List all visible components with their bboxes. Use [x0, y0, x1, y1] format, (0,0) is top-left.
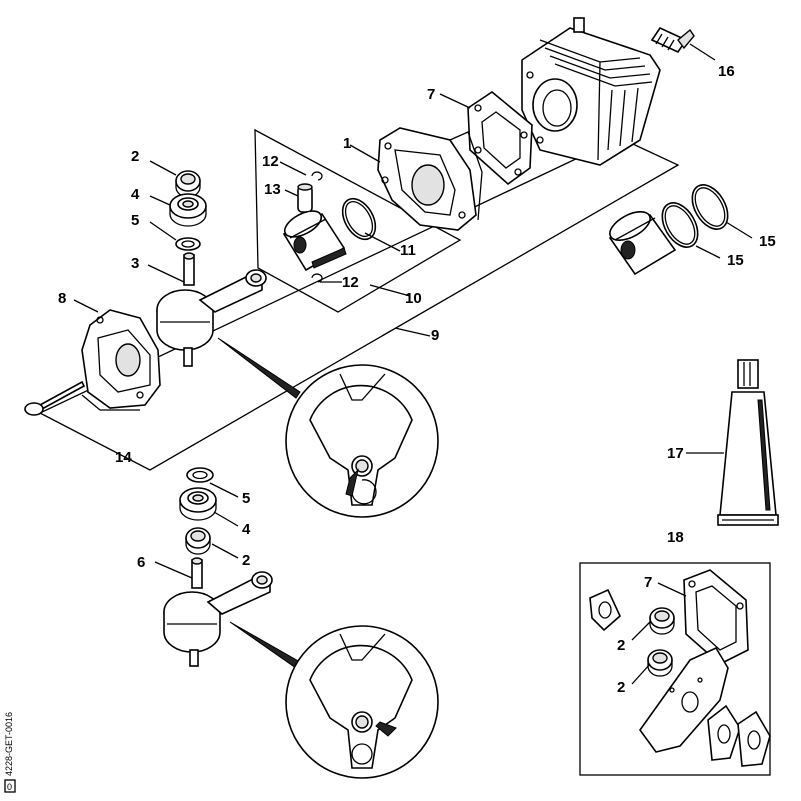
detail-view-upper [217, 337, 439, 518]
kit-intake-gasket-2 [737, 710, 771, 767]
callout-7-upper: 7 [427, 86, 435, 103]
crankcase-half [377, 127, 483, 231]
detail-view-lower [229, 621, 439, 779]
callout-12-lower: 12 [342, 274, 359, 291]
callout-4-upper: 4 [131, 186, 140, 203]
piston-ring-lower [661, 202, 699, 248]
piston-ring-upper [691, 184, 729, 230]
leader-lines [73, 43, 753, 685]
callout-9: 9 [431, 327, 439, 344]
callout-2-lower: 2 [242, 552, 250, 569]
callout-13: 13 [264, 181, 281, 198]
washer-upper [175, 237, 201, 251]
callout-2-upper: 2 [131, 148, 139, 165]
callout-18: 18 [667, 529, 684, 546]
callout-15-lower: 15 [727, 252, 744, 269]
assembly-frame-10 [254, 128, 462, 313]
kit-intake-gasket-1 [707, 704, 741, 761]
callout-2-kit-upper: 2 [617, 637, 625, 654]
circlip-bottom [311, 273, 323, 283]
piston-small [282, 210, 347, 272]
callout-10: 10 [405, 290, 422, 307]
piston-ring-small [341, 197, 377, 241]
callout-5-upper: 5 [131, 212, 139, 229]
cylinder [521, 17, 661, 166]
document-code: 4228-GET-0016 [4, 712, 14, 776]
callout-15-upper: 15 [759, 233, 776, 250]
callout-4-lower: 4 [242, 521, 251, 538]
piston-pin [297, 183, 313, 213]
kit-gasket-7 [683, 569, 749, 665]
screw-14 [24, 380, 86, 416]
kit-seal-lower [647, 649, 673, 677]
kit-small-gasket [589, 588, 621, 632]
assembly-frame-9 [38, 137, 680, 471]
crankcase-half-left [81, 309, 161, 411]
cylinder-gasket [467, 91, 533, 186]
callout-17: 17 [667, 445, 684, 462]
page-marker: 0 [7, 782, 12, 792]
callout-8: 8 [58, 290, 66, 307]
page-marker-box [4, 779, 16, 793]
grease-tube [717, 359, 779, 526]
callout-11: 11 [400, 242, 416, 259]
callout-14: 14 [115, 449, 132, 466]
circlip-top [311, 171, 323, 181]
oil-seal-upper [175, 170, 201, 198]
kit-seal-upper [649, 607, 675, 635]
ball-bearing-upper [169, 193, 207, 227]
spark-plug [650, 26, 695, 54]
callout-6: 6 [137, 554, 145, 571]
washer-lower [186, 467, 214, 483]
crankshaft-upper [156, 252, 267, 367]
callout-2-kit-lower: 2 [617, 679, 625, 696]
callout-1: 1 [343, 135, 351, 152]
oil-seal-lower [185, 527, 211, 555]
callout-12-upper: 12 [262, 153, 279, 170]
crankshaft-lower [163, 557, 273, 667]
callout-7-kit: 7 [644, 574, 652, 591]
ball-bearing-lower [179, 487, 217, 521]
callout-5-lower: 5 [242, 490, 250, 507]
kit-box-18 [579, 562, 771, 776]
callout-16: 16 [718, 63, 735, 80]
callout-3: 3 [131, 255, 139, 272]
kit-flat-gasket [639, 646, 729, 753]
piston-large [608, 211, 677, 276]
